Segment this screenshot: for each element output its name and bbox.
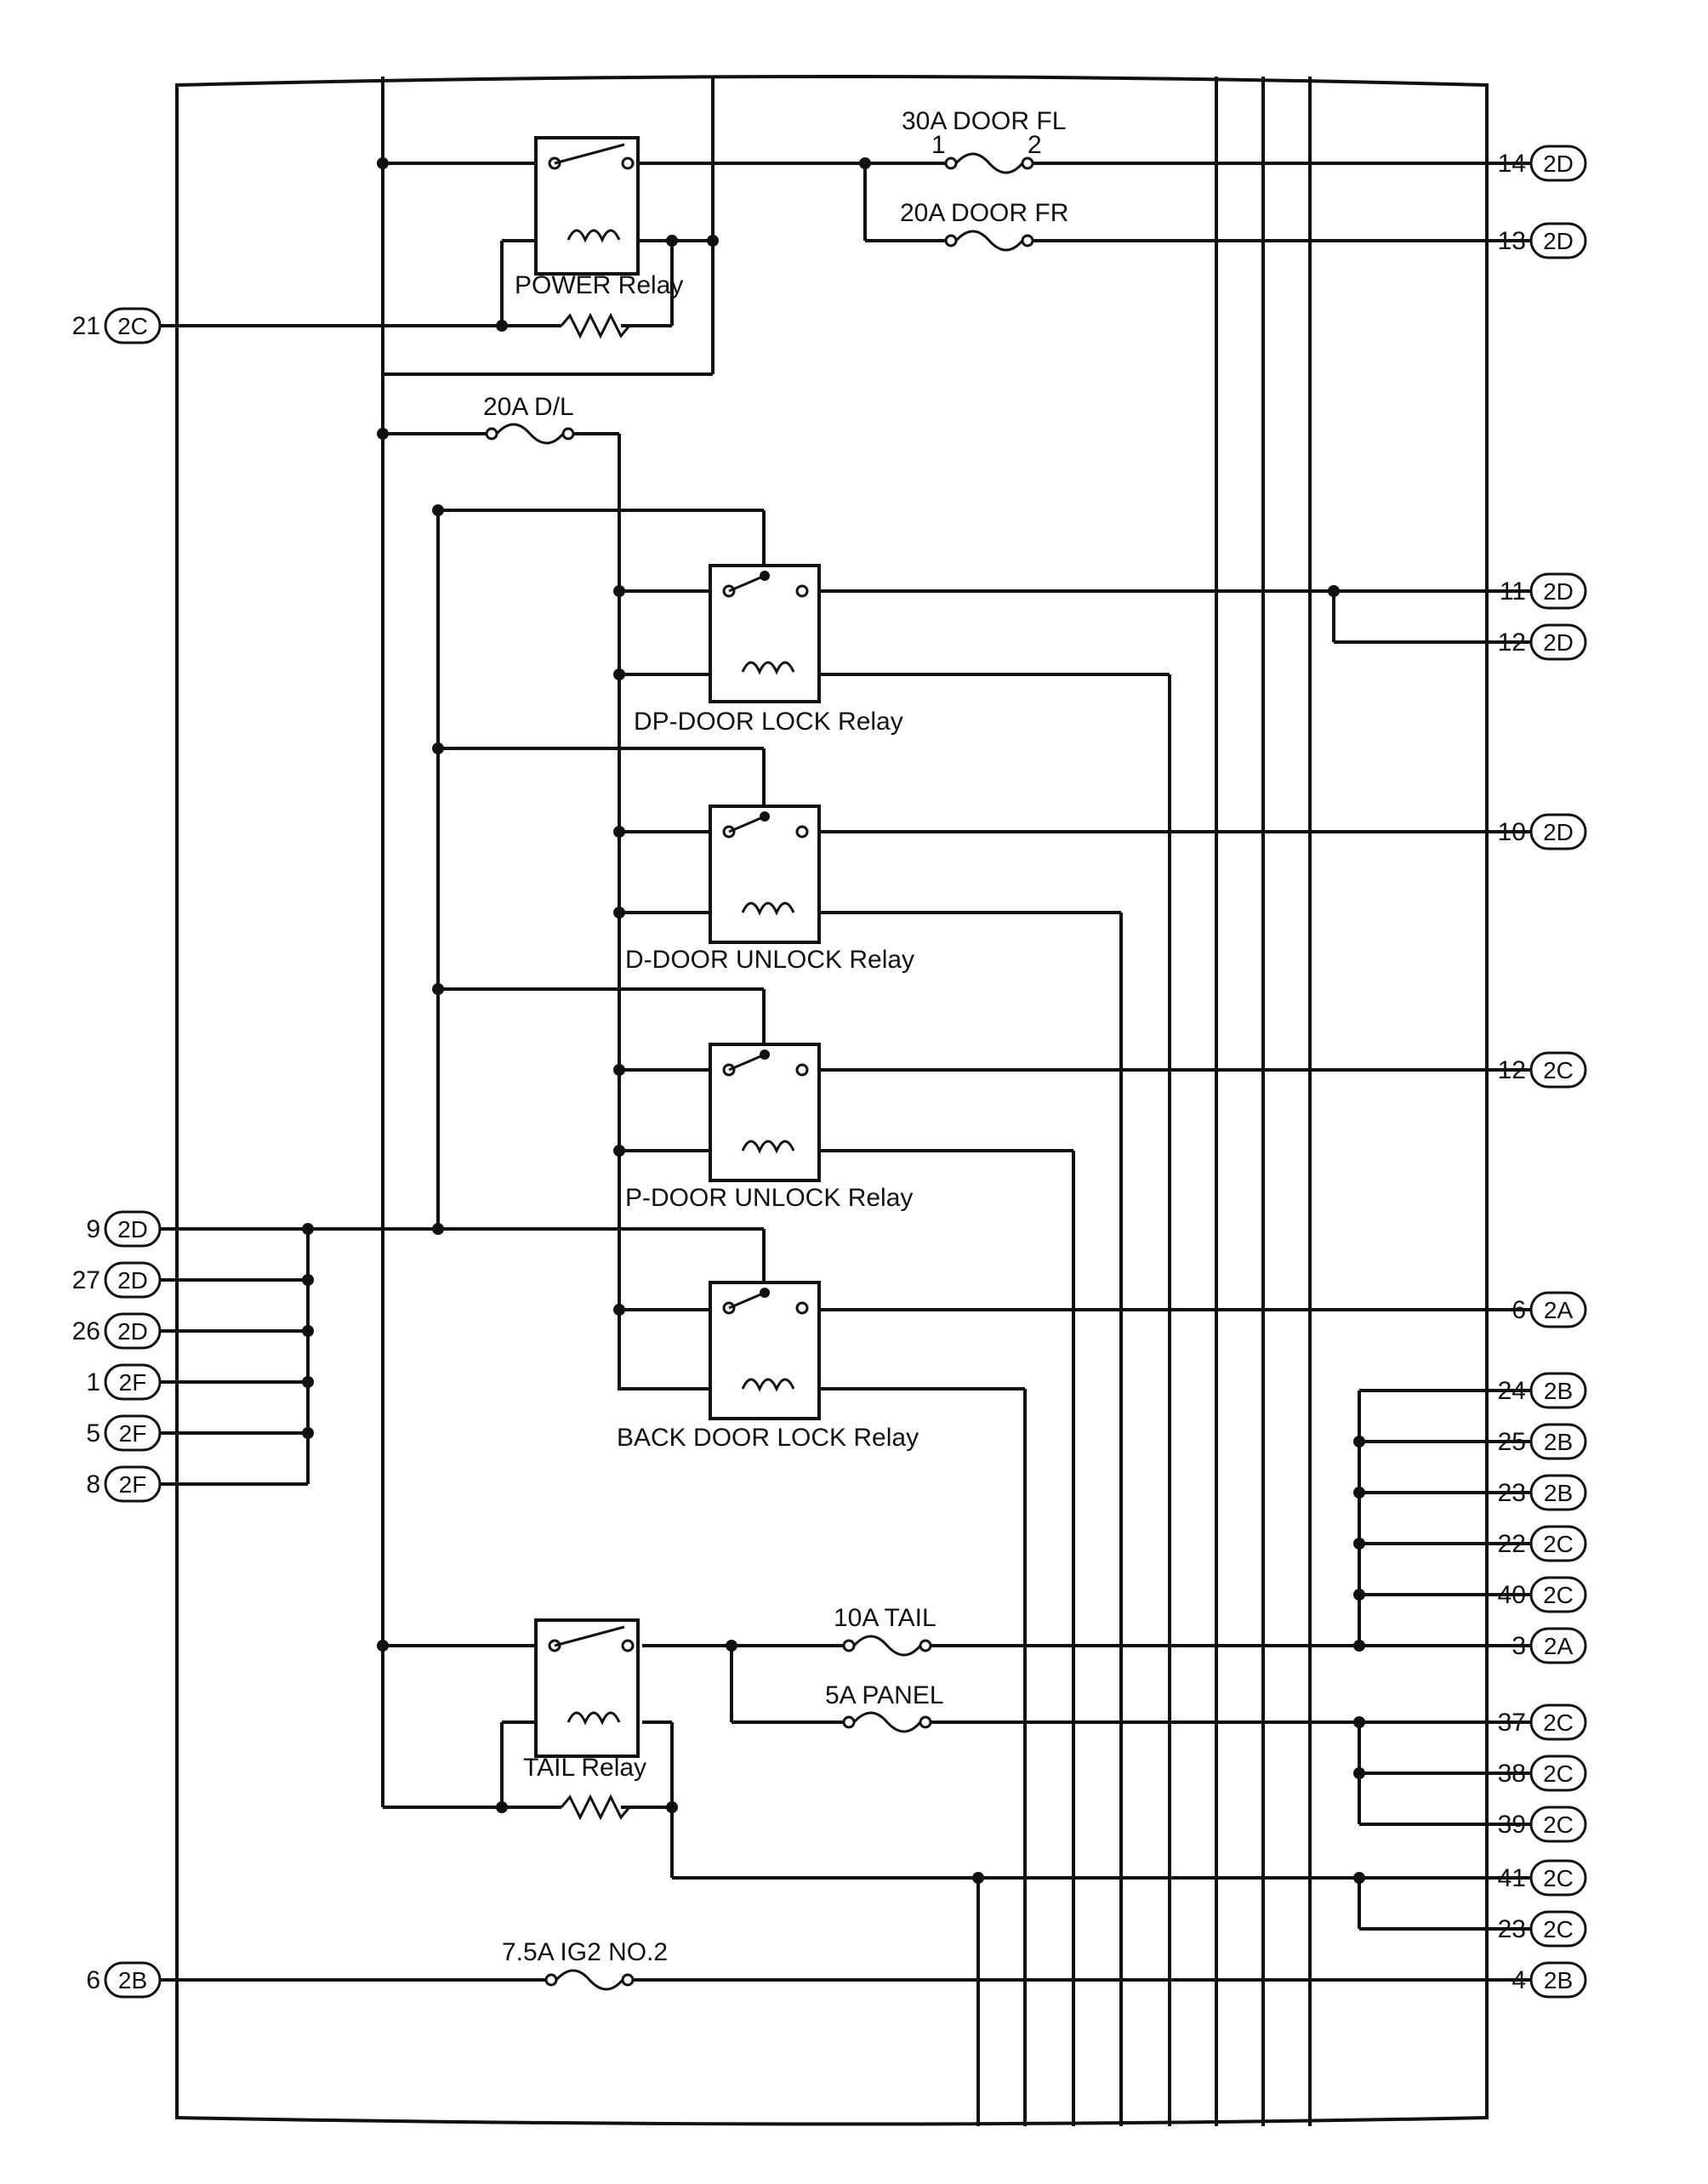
left-terminal-code: 2F	[119, 1369, 147, 1396]
bus-lines	[381, 77, 1312, 2126]
left-terminal: 2F 8	[86, 1465, 177, 1503]
right-terminal: 2A3	[1487, 1627, 1587, 1664]
tail-relay-wiring	[177, 1389, 1487, 1982]
left-terminal-number: 9	[86, 1215, 100, 1243]
left-terminal-number: 6	[86, 1966, 100, 1994]
junction-block-outline	[175, 75, 1489, 2126]
door-fl-pin1: 1	[931, 131, 946, 159]
power-relay-symbol	[534, 136, 640, 276]
tail-resistor-symbol	[560, 1795, 631, 1819]
right-terminal-code: 2A	[1544, 1633, 1574, 1659]
right-terminal-code: 2C	[1543, 1760, 1574, 1787]
door-fl-pin2: 2	[1028, 131, 1042, 159]
ig2-fuse-symbol	[544, 1969, 635, 1991]
right-terminal-code: 2A	[1544, 1297, 1574, 1323]
tail-relay-label: TAIL Relay	[523, 1754, 646, 1782]
door-fr-fuse-symbol	[944, 230, 1034, 252]
right-terminal-code: 2C	[1543, 1916, 1574, 1942]
right-terminal: 2A6	[1487, 1291, 1587, 1328]
right-terminal-code: 2D	[1543, 228, 1574, 254]
left-terminal-list: 2C 21 2D 9 2D 27 2D 26 2F 1 2F 5 2F 8 2B 6	[72, 307, 177, 1999]
dp-door-lock-relay-label: DP-DOOR LOCK Relay	[634, 708, 903, 736]
right-terminal-code: 2D	[1543, 819, 1574, 845]
panel-fuse-label: 5A PANEL	[825, 1681, 944, 1709]
right-terminal-code: 2D	[1543, 629, 1574, 656]
dl-fuse-label: 20A D/L	[483, 393, 574, 421]
left-terminal: 2D 26	[72, 1312, 177, 1350]
dl-fuse-symbol	[485, 423, 575, 445]
back-door-lock-relay-symbol	[709, 1281, 821, 1420]
left-terminal-code: 2F	[119, 1420, 147, 1447]
door-fl-fuse-label: 30A DOOR FL	[902, 107, 1066, 135]
left-terminal-code: 2C	[117, 313, 148, 339]
left-terminal-code: 2F	[119, 1471, 147, 1498]
left-terminal: 2D 27	[72, 1261, 177, 1299]
left-terminal-number: 21	[72, 312, 100, 340]
left-terminal-number: 8	[86, 1470, 100, 1499]
p-door-unlock-relay-symbol	[709, 1043, 821, 1182]
right-terminal-code: 2B	[1544, 1378, 1573, 1404]
right-terminal-code: 2C	[1543, 1531, 1574, 1557]
left-terminal-number: 1	[86, 1368, 100, 1396]
tail-relay-symbol	[534, 1618, 640, 1758]
power-relay-label: POWER Relay	[515, 271, 683, 299]
left-terminal: 2F 5	[86, 1414, 177, 1452]
right-terminal-list: 2D142D132D112D122D102C122A62B242B252B232…	[1487, 145, 1587, 1999]
tail-fuse-label: 10A TAIL	[834, 1604, 937, 1632]
right-terminal-code: 2C	[1543, 1811, 1574, 1838]
right-terminal-code: 2D	[1543, 151, 1574, 177]
left-terminal: 2C 21	[72, 307, 177, 344]
left-terminal-code: 2B	[118, 1967, 147, 1993]
panel-fuse-symbol	[842, 1711, 932, 1733]
door-fr-fuse-label: 20A DOOR FR	[900, 199, 1068, 227]
right-terminal: 2B4	[1487, 1961, 1587, 1999]
d-door-unlock-relay-label: D-DOOR UNLOCK Relay	[625, 946, 914, 974]
junction-dots	[302, 157, 1365, 1884]
back-door-lock-relay-label: BACK DOOR LOCK Relay	[617, 1424, 919, 1452]
left-terminal-number: 27	[72, 1266, 100, 1294]
left-terminal-number: 26	[72, 1317, 100, 1345]
right-terminal-code: 2C	[1543, 1709, 1574, 1736]
left-terminal: 2D 9	[86, 1210, 177, 1248]
left-terminal-number: 5	[86, 1419, 100, 1447]
right-terminal-code: 2B	[1544, 1429, 1573, 1455]
door-fl-fuse-symbol	[944, 152, 1034, 174]
d-door-unlock-relay-symbol	[709, 805, 821, 944]
left-terminal: 2B 6	[86, 1961, 177, 1999]
tail-fuse-symbol	[842, 1635, 932, 1657]
lock-relay-wiring	[177, 432, 1487, 1486]
left-terminal-code: 2D	[117, 1267, 148, 1294]
left-terminal: 2F 1	[86, 1363, 177, 1401]
right-terminal-code: 2C	[1543, 1865, 1574, 1891]
right-terminal-code: 2B	[1544, 1480, 1573, 1506]
left-terminal-code: 2D	[117, 1216, 148, 1243]
right-terminal-code: 2D	[1543, 578, 1574, 605]
left-terminal-code: 2D	[117, 1318, 148, 1345]
dp-door-lock-relay-symbol	[709, 564, 821, 703]
p-door-unlock-relay-label: P-DOOR UNLOCK Relay	[625, 1184, 913, 1212]
power-resistor-symbol	[560, 314, 631, 338]
right-terminal-code: 2B	[1544, 1967, 1573, 1993]
right-terminal-code: 2C	[1543, 1057, 1574, 1083]
power-relay-wiring	[177, 162, 1487, 376]
right-terminal-code: 2C	[1543, 1582, 1574, 1608]
ig2-fuse-label: 7.5A IG2 NO.2	[502, 1938, 668, 1966]
